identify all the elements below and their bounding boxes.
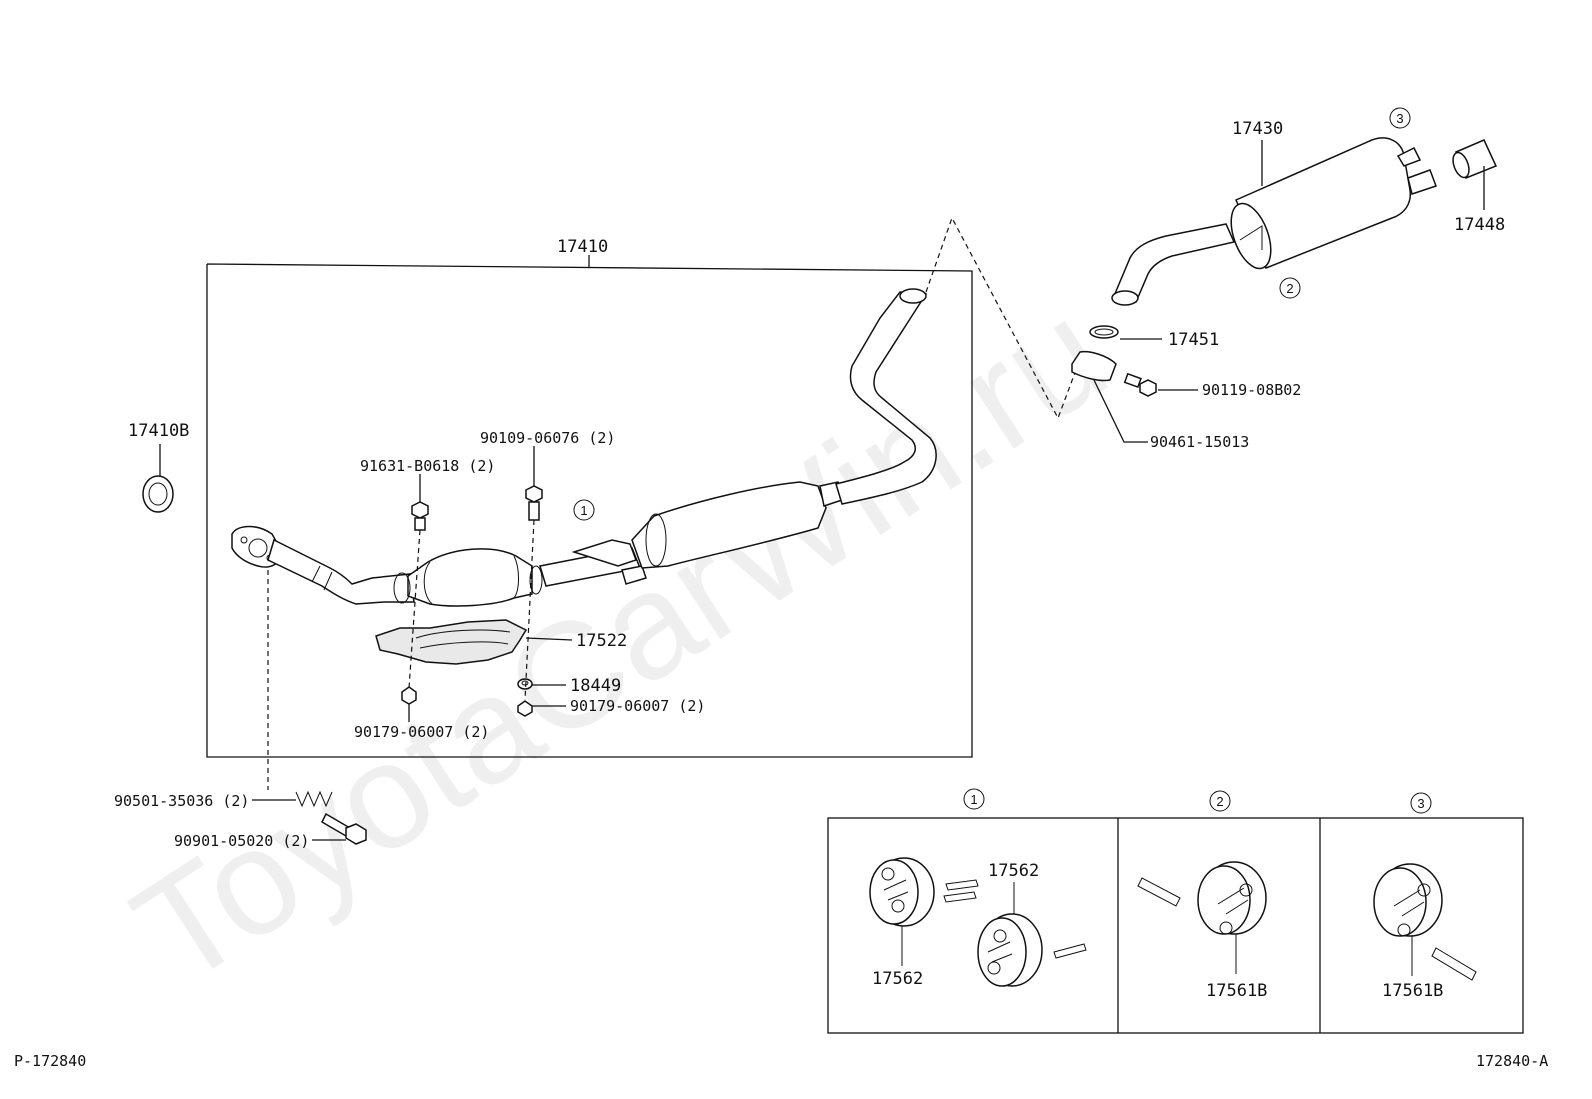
detail-callout-1: 1 (963, 788, 985, 810)
catalytic-converter (393, 548, 543, 607)
label-90179-06007-right: 90179-06007 (2) (570, 697, 705, 715)
label-17448: 17448 (1454, 215, 1505, 235)
label-17430: 17430 (1232, 119, 1283, 139)
assembly-17410-frame (206, 255, 973, 758)
svg-text:2: 2 (1216, 794, 1223, 809)
label-17561B-panel3: 17561B (1382, 981, 1443, 1001)
callout-1-main: 1 (573, 499, 595, 521)
bolt-90119-08B02 (1123, 372, 1157, 397)
label-17451: 17451 (1168, 330, 1219, 350)
rear-leader-lines (1093, 140, 1485, 443)
assembly-label-17410: 17410 (557, 237, 608, 257)
label-90501-35036: 90501-35036 (2) (114, 792, 249, 810)
center-pipe-pre-muffler (539, 288, 937, 587)
svg-text:1: 1 (580, 503, 587, 518)
label-17562-b: 17562 (988, 861, 1039, 881)
clamp-90461-15013 (1071, 350, 1117, 382)
leader-lines (159, 444, 573, 841)
tail-pipe-tip-17448 (1452, 139, 1498, 179)
svg-text:3: 3 (1396, 111, 1403, 126)
label-91631-B0618: 91631-B0618 (2) (360, 457, 495, 475)
nut-90179-06007-right (517, 700, 533, 717)
label-90179-06007-left: 90179-06007 (2) (354, 723, 489, 741)
svg-text:3: 3 (1417, 796, 1424, 811)
svg-text:2: 2 (1286, 281, 1293, 296)
detail-callout-3: 3 (1410, 792, 1432, 814)
gasket-17410B (142, 475, 174, 513)
label-90119-08B02: 90119-08B02 (1202, 381, 1301, 399)
label-90461-15013: 90461-15013 (1150, 433, 1249, 451)
rubber-hanger-17561B-panel3 (1373, 863, 1477, 981)
label-17561B-panel2: 17561B (1206, 981, 1267, 1001)
bolt-91631-B0618 (411, 501, 429, 531)
hanger-detail-box (827, 817, 1524, 1034)
label-90901-05020: 90901-05020 (2) (174, 832, 309, 850)
compression-spring-90501 (295, 790, 333, 808)
alignment-lines (267, 216, 1077, 790)
label-90109-06076: 90109-06076 (2) (480, 429, 615, 447)
callout-3-main: 3 (1389, 107, 1411, 129)
rubber-hanger-17562-b (977, 882, 1087, 987)
label-17410B: 17410B (128, 421, 189, 441)
detail-callout-2: 2 (1209, 790, 1231, 812)
label-18449: 18449 (570, 676, 621, 696)
nut-18449 (517, 678, 533, 690)
gasket-17451 (1089, 325, 1119, 339)
label-17522: 17522 (576, 631, 627, 651)
svg-text:1: 1 (970, 792, 977, 807)
rubber-hanger-17562-a (869, 857, 979, 966)
tail-pipe-assembly-17430 (1111, 137, 1437, 306)
front-exhaust-pipe (231, 525, 415, 605)
label-17562-a: 17562 (872, 969, 923, 989)
bolt-90901-05020 (321, 812, 367, 845)
bolt-90109-06076 (525, 485, 543, 521)
doc-id-left: P-172840 (14, 1052, 86, 1070)
doc-id-right: 172840-A (1476, 1052, 1548, 1070)
rubber-hanger-17561B-panel2 (1137, 861, 1267, 974)
callout-2-main: 2 (1279, 277, 1301, 299)
